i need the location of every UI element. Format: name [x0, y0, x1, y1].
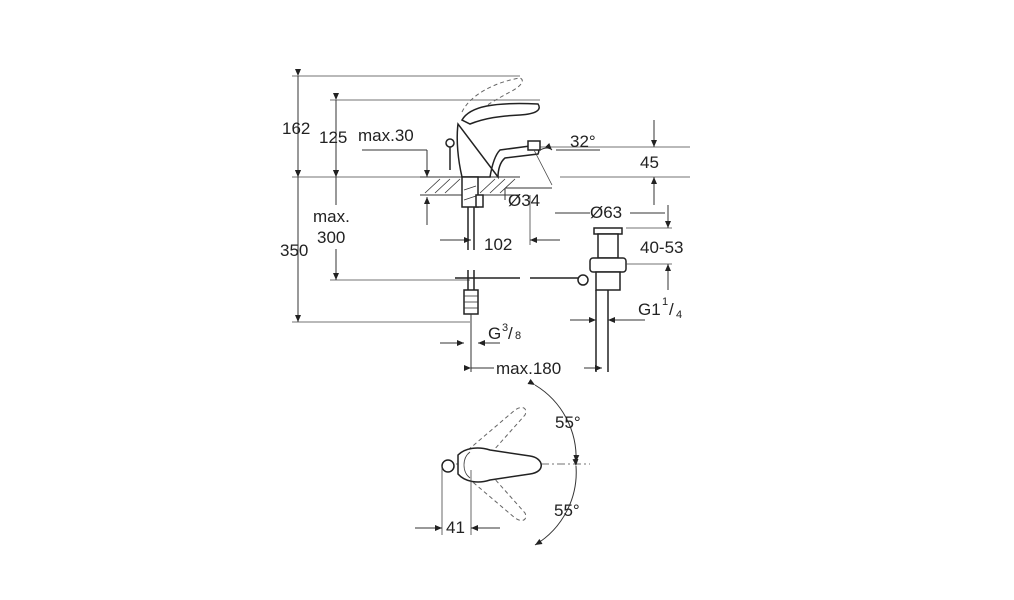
label-45: 45	[640, 153, 659, 172]
svg-text:/: /	[669, 300, 674, 319]
label-350: 350	[280, 241, 308, 260]
dim-45: 45	[640, 120, 659, 205]
label-55deg-bottom: 55°	[554, 501, 580, 520]
label-max30: max.30	[358, 126, 414, 145]
dim-32deg: 32°	[533, 132, 600, 186]
label-max180: max.180	[496, 359, 561, 378]
dim-102: 102	[440, 195, 560, 254]
label-55deg-top: 55°	[555, 413, 581, 432]
label-g114-den: 4	[676, 309, 682, 321]
label-g38: G	[488, 324, 501, 343]
label-g38-den: 8	[515, 330, 521, 342]
label-g38-num: 3	[502, 322, 508, 334]
label-max300-b: 300	[317, 228, 345, 247]
label-102: 102	[484, 235, 512, 254]
waste-fitting	[577, 227, 627, 372]
dim-125: 125	[319, 93, 347, 177]
label-125: 125	[319, 128, 347, 147]
label-g114-num: 1	[662, 296, 668, 308]
dim-g1-1-4: G1 1 / 4	[570, 296, 682, 323]
dim-40-53: 40-53	[626, 205, 683, 290]
label-162: 162	[282, 119, 310, 138]
label-41: 41	[446, 518, 465, 537]
dim-dia63: Ø63	[555, 203, 665, 222]
dim-max300: max. 300	[312, 170, 362, 280]
dim-g3-8: G 3 / 8	[440, 322, 521, 346]
label-40-53: 40-53	[640, 238, 683, 257]
side-view: 162 125 max.30 350 max. 300	[280, 69, 690, 378]
label-dia34: Ø34	[508, 191, 540, 210]
dim-dia34: Ø34	[504, 187, 552, 210]
label-max300-a: max.	[313, 207, 350, 226]
svg-text:/: /	[508, 324, 513, 343]
dim-162: 162	[282, 69, 310, 177]
dim-max180: max.180	[464, 356, 602, 378]
pop-up-knob	[441, 459, 455, 473]
dim-max30: max.30	[358, 126, 430, 225]
top-view: 55° 55° 41	[415, 378, 590, 546]
label-32deg: 32°	[570, 132, 596, 151]
label-g114: G1	[638, 300, 661, 319]
dim-350: 350	[280, 170, 308, 322]
mixer-body	[445, 77, 580, 372]
label-dia63: Ø63	[590, 203, 622, 222]
